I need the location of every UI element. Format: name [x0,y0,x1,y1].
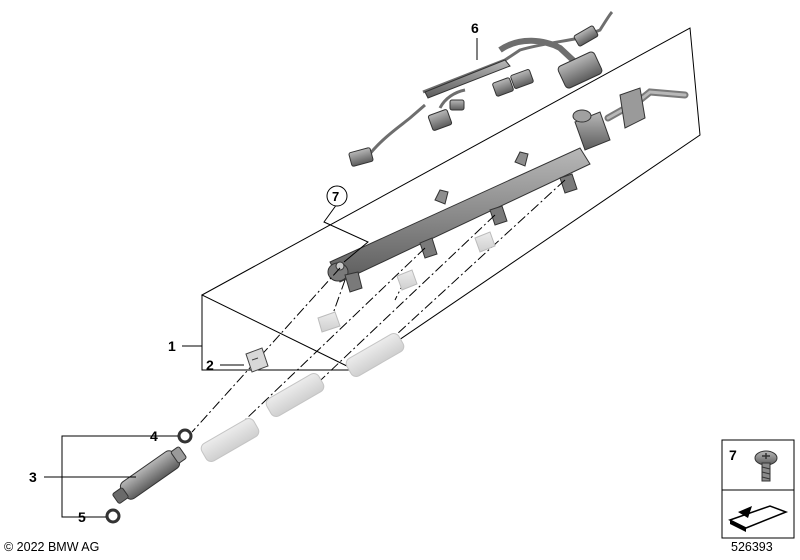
callout-5: 5 [78,509,86,525]
callout-7-circle [326,185,348,207]
torx-screw-icon [754,450,778,482]
callout-2: 2 [206,357,214,373]
copyright-text: © 2022 BMW AG [4,540,100,554]
fuel-rail [327,87,689,293]
o-ring-lower [105,508,121,524]
callout-4: 4 [150,428,158,444]
wiring-harness [348,10,614,167]
fuel-injector [112,446,187,504]
callout-7: 7 [332,189,339,204]
injector-clip [245,347,269,373]
o-ring-upper [177,428,193,444]
assembly-lines [191,179,566,433]
callout-1: 1 [168,338,176,354]
callout-3: 3 [29,469,37,485]
assembly-frame [200,27,701,371]
assembly-arrow-icon [728,505,789,532]
callout-6: 6 [471,20,479,36]
leader-lines [44,38,478,518]
injector-ghosts [200,333,405,462]
legend-callout-7: 7 [729,447,737,463]
document-number: 526393 [731,540,773,554]
clip-ghosts [317,231,496,333]
